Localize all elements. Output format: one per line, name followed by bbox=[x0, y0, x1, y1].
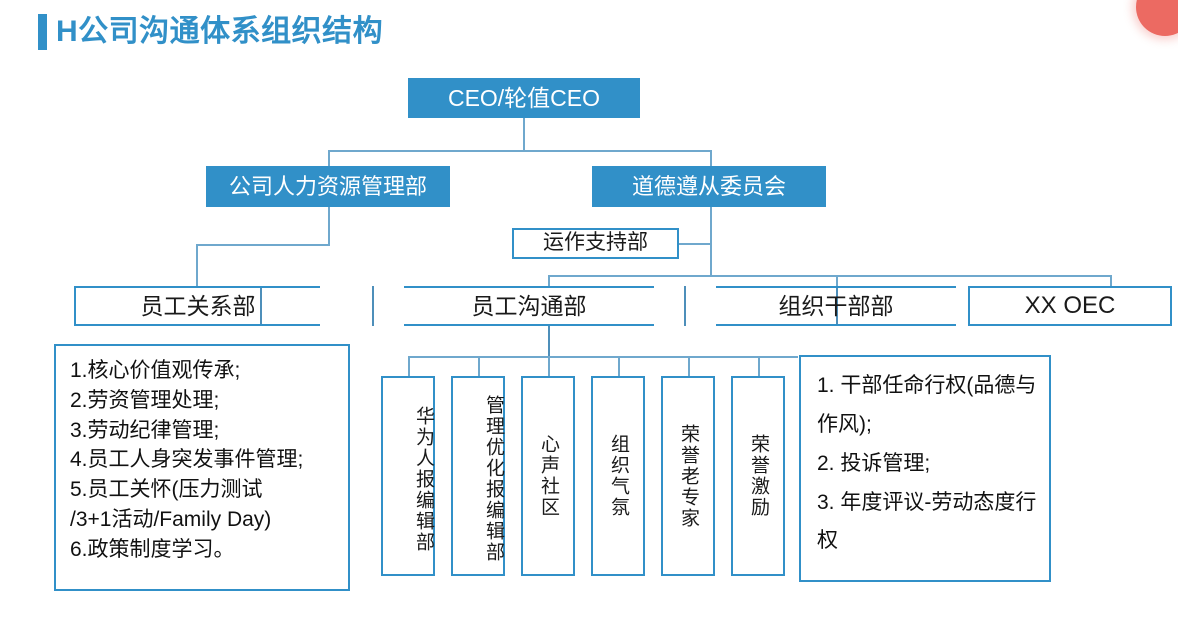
duty-line: 1.核心价值观传承; bbox=[70, 359, 241, 382]
node-unit-mgmt-optimization-bao[interactable]: 管理优化报编辑部 bbox=[451, 376, 505, 576]
node-unit-huawei-ren-bao[interactable]: 华为人报编辑部 bbox=[381, 376, 435, 576]
node-hr-department[interactable]: 公司人力资源管理部 bbox=[206, 166, 450, 207]
duty-line: 6.政策制度学习。 bbox=[70, 537, 235, 561]
duty-line: 2. 投诉管理; bbox=[817, 451, 931, 475]
connector-subunit-1 bbox=[408, 356, 410, 376]
connector-subunit-6 bbox=[758, 356, 760, 376]
connector-ceo-stem bbox=[523, 118, 525, 150]
node-unit-honor-incentive[interactable]: 荣誉激励 bbox=[731, 376, 785, 576]
node-organization-cadre[interactable]: 组织干部部 bbox=[716, 286, 956, 326]
connector-hr-to-er bbox=[196, 244, 198, 286]
connector-subunit-4 bbox=[618, 356, 620, 376]
duty-line: 5.员工关怀(压力测试 bbox=[70, 478, 263, 502]
connector-bus-to-oec bbox=[1110, 275, 1112, 286]
node-unit-org-atmosphere[interactable]: 组织气氛 bbox=[591, 376, 645, 576]
duty-line: /3+1活动/Family Day) bbox=[70, 508, 272, 532]
title-text: H公司沟通体系组织结构 bbox=[56, 15, 384, 48]
node-unit-honorary-expert[interactable]: 荣誉老专家 bbox=[661, 376, 715, 576]
node-ceo[interactable]: CEO/轮值CEO bbox=[408, 78, 640, 118]
node-ethics-committee[interactable]: 道德遵从委员会 bbox=[592, 166, 826, 207]
node-xx-oec[interactable]: XX OEC bbox=[968, 286, 1172, 326]
duty-line: 1. 干部任命行权(品德与作风); bbox=[817, 374, 1037, 436]
node-employee-communication[interactable]: 员工沟通部 bbox=[404, 286, 654, 326]
title-accent-bar bbox=[38, 14, 47, 50]
panel-employee-relations-duties: 1.核心价值观传承; 2.劳资管理处理; 3.劳动纪律管理; 4.员工人身突发事… bbox=[54, 344, 350, 591]
duty-line: 4.员工人身突发事件管理; bbox=[70, 448, 304, 472]
connector-employee-comm-stem bbox=[548, 326, 550, 356]
divider-left-gap bbox=[372, 286, 374, 326]
connector-ceo-bus bbox=[328, 150, 712, 152]
node-operations-support[interactable]: 运作支持部 bbox=[512, 228, 679, 259]
connector-bus-to-org-cadre bbox=[836, 275, 838, 286]
connector-level3-bus bbox=[548, 275, 1111, 277]
divider-right-gap bbox=[684, 286, 686, 326]
connector-subunit-2 bbox=[478, 356, 480, 376]
divider-employee-relations bbox=[260, 286, 262, 326]
duty-line: 3.劳动纪律管理; bbox=[70, 418, 220, 442]
decorative-circle bbox=[1136, 0, 1178, 36]
connector-subunit-3 bbox=[548, 356, 550, 376]
node-unit-xinsheng-community[interactable]: 心声社区 bbox=[521, 376, 575, 576]
node-employee-relations[interactable]: 员工关系部 bbox=[74, 286, 320, 326]
panel-org-cadre-duties: 1. 干部任命行权(品德与作风); 2. 投诉管理; 3. 年度评议-劳动态度行… bbox=[799, 355, 1051, 582]
page-title: H公司沟通体系组织结构 bbox=[38, 14, 383, 50]
connector-bus-to-employee-comm bbox=[548, 275, 550, 286]
divider-org-cadre bbox=[836, 286, 838, 326]
connector-to-ethics bbox=[710, 150, 712, 171]
connector-ethics-stem bbox=[710, 207, 712, 275]
connector-hr-stem bbox=[328, 207, 330, 244]
connector-subunit-5 bbox=[688, 356, 690, 376]
connector-subunits-bus bbox=[408, 356, 798, 358]
duty-line: 3. 年度评议-劳动态度行权 bbox=[817, 490, 1037, 553]
connector-ethics-to-ops bbox=[679, 243, 711, 245]
connector-hr-jog bbox=[196, 244, 330, 246]
connector-to-hr bbox=[328, 150, 330, 171]
duty-line: 2.劳资管理处理; bbox=[70, 388, 220, 412]
